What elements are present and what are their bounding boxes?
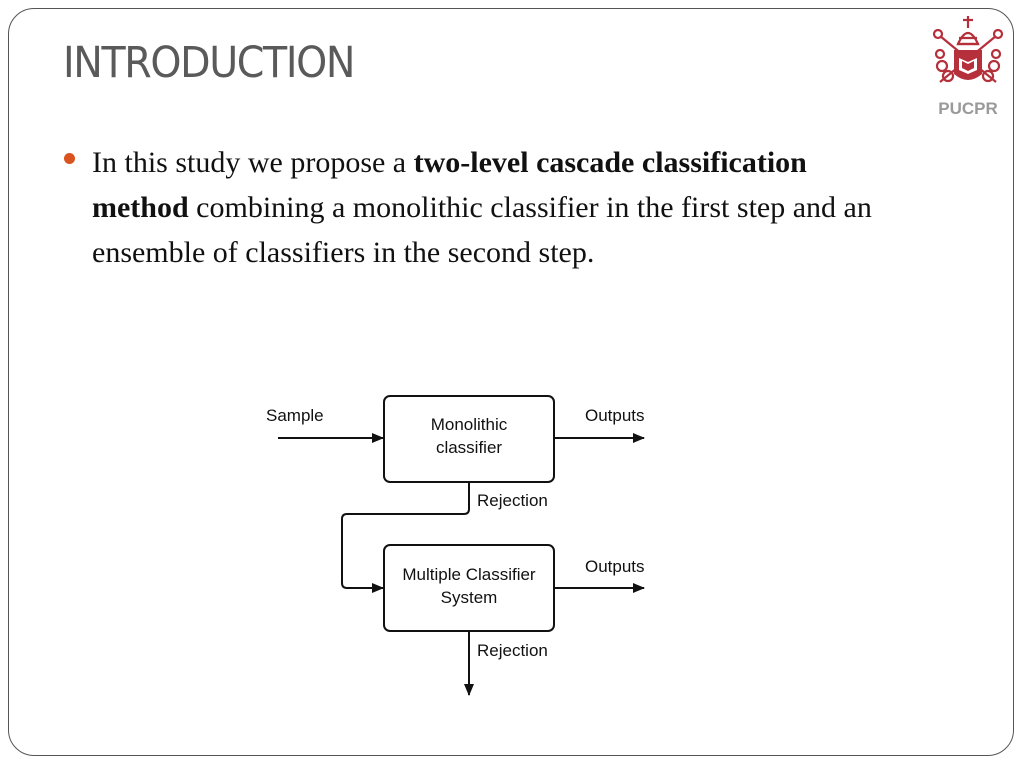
pucpr-logo: PUCPR [928,14,1008,122]
box2-line1: Multiple Classifier [402,565,536,584]
box2-line2: System [441,588,498,607]
box1-line2: classifier [436,438,502,457]
bullet-text: In this study we propose a two-level cas… [92,140,872,275]
cascade-diagram: Sample Monolithic classifier Outputs Rej… [266,395,645,696]
rejection1-path [341,482,470,593]
bullet-text-part1: In this study we propose a [92,146,414,179]
output2-label: Outputs [585,557,645,576]
pucpr-crest-icon [932,16,1004,83]
slide-title: INTRODUCTION [63,38,355,88]
bullet-text-part2: combining a monolithic classifier in the… [92,191,872,269]
output1-label: Outputs [585,406,645,425]
bullet-text-bold: two-level cascade classification method [92,146,807,224]
bullet-marker [64,153,75,164]
sample-label: Sample [266,406,324,425]
logo-text: PUCPR [938,99,998,118]
box1-line1: Monolithic [431,415,508,434]
rejection2-label: Rejection [477,641,548,660]
rejection1-label: Rejection [477,491,548,510]
